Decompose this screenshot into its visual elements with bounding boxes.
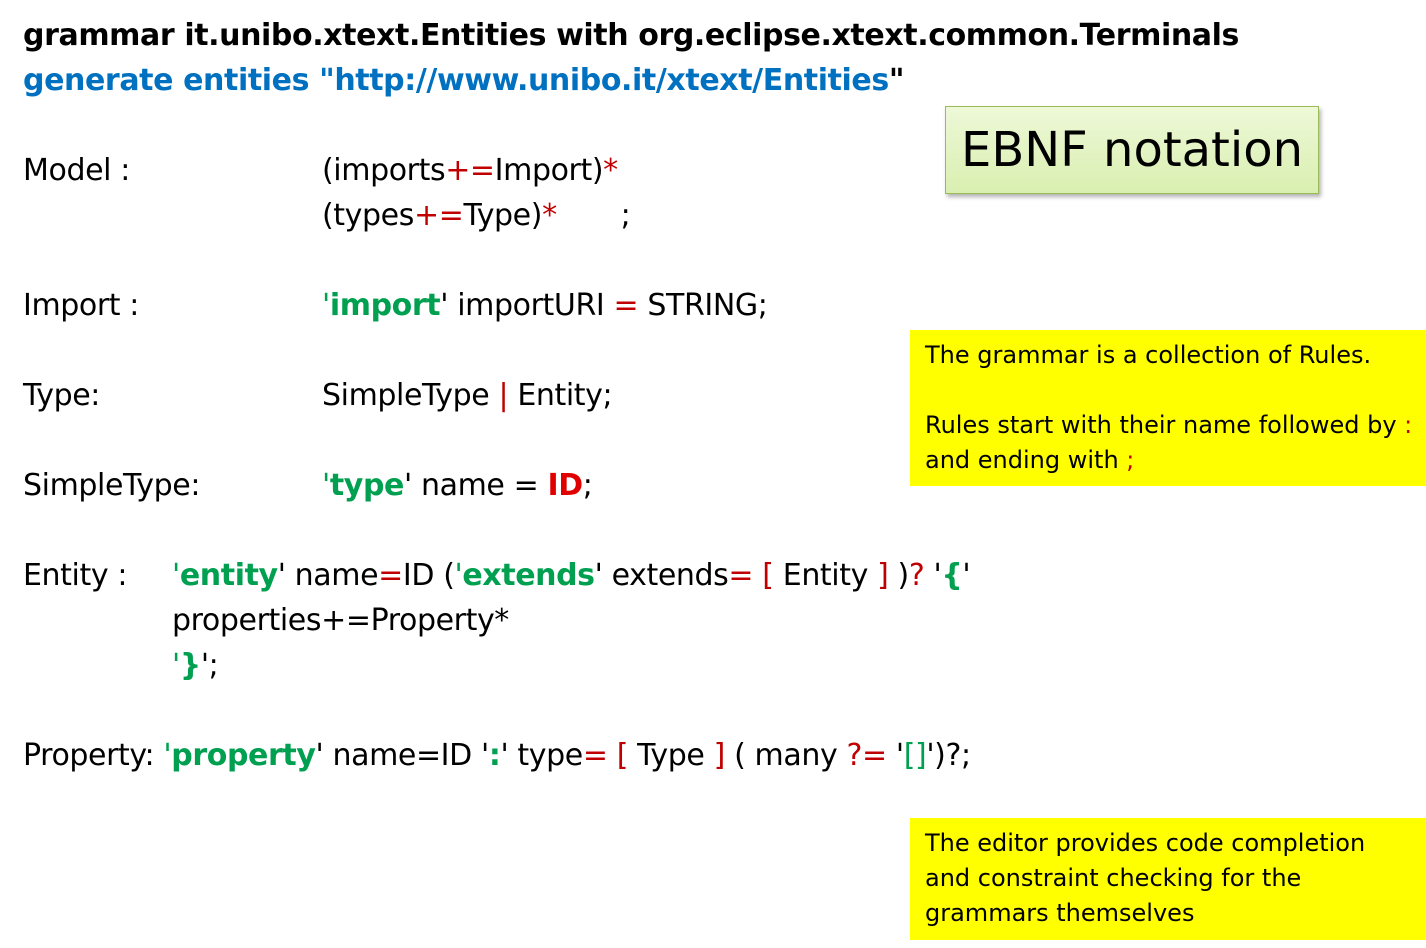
rule-body-entity-line1: 'entity' name=ID ('extends' extends= [ E… [172, 558, 971, 594]
ebnf-notation-label: EBNF notation [961, 122, 1303, 178]
note-grammar-rules: The grammar is a collection of Rules. Ru… [910, 330, 1426, 486]
token: ' name [277, 558, 379, 593]
note-line-blank [925, 373, 1426, 408]
note-editor-features: The editor provides code completion and … [910, 818, 1426, 940]
token-quote: ' [322, 288, 330, 323]
token: ' name=ID ' [315, 738, 489, 773]
grammar-declaration: grammar it.unibo.xtext.Entities with org… [23, 18, 1239, 53]
token: ID ( [402, 558, 455, 593]
token-operator: [ [607, 738, 629, 773]
token-keyword: [] [903, 738, 927, 773]
token-quote: ' [454, 558, 463, 593]
rule-name-simpletype: SimpleType: [23, 468, 201, 503]
token: Type) [463, 198, 543, 233]
note-text: Rules start with their name followed by [925, 411, 1405, 439]
token-keyword: import [329, 288, 441, 323]
token: SimpleType [322, 378, 499, 413]
rule-body-model-line1: (imports+=Import)* [322, 153, 618, 189]
rule-name-import: Import : [23, 288, 140, 323]
token-operator: = [613, 288, 639, 323]
note-line: The editor provides code completion [925, 829, 1366, 857]
token-operator: [ [753, 558, 774, 593]
token: ' extends [594, 558, 729, 593]
token-keyword: entity [179, 558, 278, 593]
rule-name-type: Type: [23, 378, 101, 413]
token-keyword: { [941, 558, 963, 593]
token: ' [924, 558, 942, 593]
token: ' type [500, 738, 583, 773]
token: '; [200, 648, 219, 683]
rule-body-entity-line3: '}'; [172, 648, 219, 684]
token-operator: * [542, 198, 557, 233]
token-keyword: type [329, 468, 405, 503]
generate-declaration: generate entities "http://www.unibo.it/x… [23, 63, 904, 99]
rule-body-import: 'import' importURI = STRING; [322, 288, 768, 324]
token-terminal: ID [547, 468, 583, 503]
token: ; [556, 198, 631, 233]
token-operator: += [445, 153, 495, 188]
token-operator: += [413, 198, 464, 233]
token-operator: | [498, 378, 509, 413]
token-operator: = [728, 558, 754, 593]
token-operator: ] [877, 558, 889, 593]
rule-name-model: Model : [23, 153, 130, 188]
note-text: and ending with [925, 446, 1127, 474]
rule-name-property: Property: [23, 738, 155, 773]
note-symbol: : [1404, 411, 1413, 439]
token-quote: ' [172, 558, 180, 593]
token: ) [888, 558, 910, 593]
note-symbol: ; [1126, 446, 1135, 474]
token: (imports [322, 153, 446, 188]
token-operator: ? [908, 558, 925, 593]
rule-property: Property: 'property' name=ID ':' type= [… [23, 738, 971, 774]
token: ; [582, 468, 593, 503]
generate-declaration-text: generate entities "http://www.unibo.it/x… [23, 63, 889, 98]
note-line: and constraint checking for the [925, 864, 1302, 892]
token-quote: ' [322, 468, 330, 503]
token-quote: ' [962, 558, 971, 593]
token-quote: ' [440, 288, 449, 323]
token: STRING; [638, 288, 768, 323]
token-quote: ' [172, 648, 180, 683]
token: name = [411, 468, 548, 503]
token-quote: ' [403, 468, 412, 503]
rule-body-entity-line2: properties+=Property* [172, 603, 509, 638]
token-keyword: } [179, 648, 201, 683]
token-operator: = [582, 738, 608, 773]
token: Entity [773, 558, 878, 593]
token: Import) [494, 153, 604, 188]
token: importURI [448, 288, 614, 323]
token-keyword: : [488, 738, 501, 773]
token: Entity; [508, 378, 613, 413]
token-keyword: property [171, 738, 316, 773]
token-operator: = [378, 558, 403, 593]
token: Type [628, 738, 714, 773]
note-line: grammars themselves [925, 899, 1195, 927]
token: (types [322, 198, 414, 233]
token-keyword: extends [462, 558, 595, 593]
note-line: and ending with ; [925, 443, 1426, 478]
token: ' [886, 738, 904, 773]
note-line: The grammar is a collection of Rules. [925, 341, 1372, 369]
token-operator: ] [713, 738, 726, 773]
ebnf-notation-callout: EBNF notation [945, 106, 1319, 194]
rule-name-entity: Entity : [23, 558, 128, 593]
token-operator: ?= [846, 738, 887, 773]
rule-body-model-line2: (types+=Type)* ; [322, 198, 631, 234]
generate-declaration-quote: " [888, 63, 905, 98]
rule-body-type: SimpleType | Entity; [322, 378, 613, 414]
token: ( many [724, 738, 847, 773]
token: ')?; [926, 738, 971, 773]
token-quote: ' [163, 738, 172, 773]
token-operator: * [603, 153, 618, 188]
note-line: Rules start with their name followed by … [925, 408, 1426, 443]
rule-body-simpletype: 'type' name = ID; [322, 468, 593, 504]
